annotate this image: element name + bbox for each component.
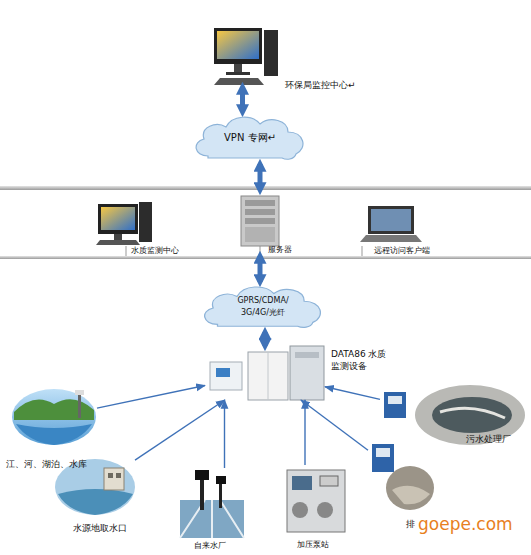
data-arrow (325, 387, 380, 400)
network-cloud: VPN 专网↵ (190, 112, 310, 164)
computer-icon (214, 28, 278, 85)
data-arrow (304, 400, 305, 465)
device-node: 服务器 (235, 190, 285, 256)
node-label: 水源地取水口 (73, 522, 127, 534)
pump-photo (287, 470, 345, 532)
server-icon (241, 196, 279, 246)
network-bus (0, 256, 531, 259)
device-node: 江、河、湖泊、水库 (12, 388, 97, 446)
network-bus (0, 186, 531, 190)
link-arrow (258, 256, 263, 282)
device-node: 水质监测中心 (95, 198, 155, 246)
node-label: 环保局监控中心↵ (285, 79, 356, 91)
device-node: 自来水厂 (178, 468, 244, 538)
bus-tick (126, 246, 127, 256)
equipment-cabinet (210, 346, 324, 400)
device-node: 水源地取水口 (55, 458, 135, 516)
node-label: 排 (406, 518, 415, 530)
node-label: 远程访问客户端 (374, 245, 430, 257)
link-arrow (263, 332, 268, 346)
link-arrow (240, 87, 245, 112)
device-node: 污水处理厂 (380, 385, 525, 447)
data-arrow (97, 386, 205, 409)
cloud-outline (198, 282, 328, 332)
computer-icon (96, 202, 152, 245)
bus-tick (260, 246, 261, 256)
node-label: 江、河、湖泊、水库 (6, 458, 87, 470)
link-arrow (258, 164, 263, 190)
node-label: 污水处理厂 (466, 433, 511, 445)
device-node: 远程访问客户端 (360, 203, 424, 243)
data-arrow (135, 400, 225, 460)
node-label: DATA86 水质监测设备 (331, 348, 393, 372)
device-node: DATA86 水质监测设备 (205, 346, 325, 400)
device-node: 环保局监控中心↵ (205, 25, 280, 87)
device-node: 加压泵站 (285, 465, 347, 535)
cloud-label: GPRS/CDMA/ 3G/4G/光纤 (198, 282, 328, 332)
data-arrow (224, 400, 225, 468)
data-arrow (301, 400, 368, 450)
node-label: 加压泵站 (297, 539, 329, 551)
sewage-photo (384, 385, 525, 445)
node-label: 自来水厂 (194, 540, 226, 552)
node-label: 服务器 (268, 244, 292, 256)
bus-tick (362, 246, 363, 256)
cloud-label: VPN 专网↵ (190, 112, 310, 164)
device-node: 排 (368, 440, 434, 510)
watermark: goepe.com (418, 514, 513, 534)
plant-photo (180, 470, 244, 538)
river-photo (12, 389, 96, 445)
node-label: 水质监测中心 (131, 245, 179, 257)
outfall-photo (372, 444, 434, 510)
laptop-icon (360, 206, 422, 242)
network-cloud: GPRS/CDMA/ 3G/4G/光纤 (198, 282, 328, 332)
